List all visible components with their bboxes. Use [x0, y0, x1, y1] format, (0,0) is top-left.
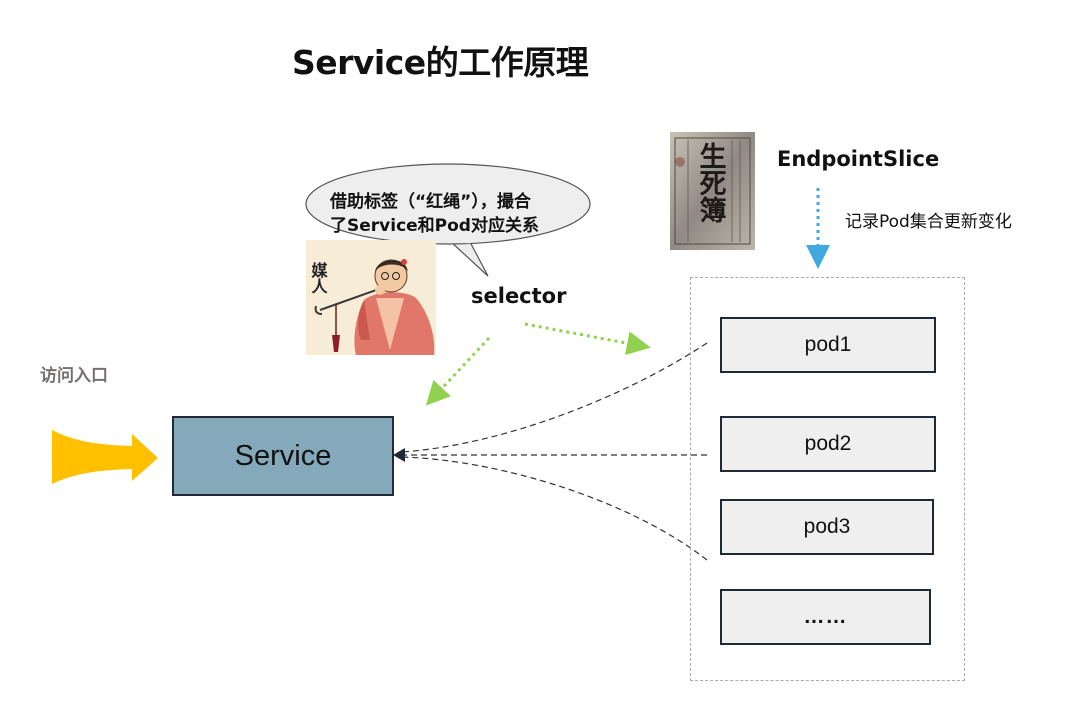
bubble-text: 借助标签（“红绳”），撮合 了Service和Pod对应关系	[330, 190, 590, 238]
pod-box-1[interactable]: pod1	[720, 317, 936, 373]
book-illustration: 生死簿	[670, 132, 755, 250]
pod-box-3[interactable]: pod3	[720, 499, 934, 555]
speech-bubble	[305, 163, 591, 277]
page-title: Service的工作原理	[292, 43, 589, 82]
endpointslice-description: 记录Pod集合更新变化	[845, 212, 1012, 232]
pod-box-2[interactable]: pod2	[720, 416, 936, 472]
bubble-line-2: 了Service和Pod对应关系	[330, 216, 539, 236]
service-arrowhead-icon	[393, 448, 405, 462]
selector-to-pods-arrow	[524, 322, 651, 356]
pod-label: pod1	[804, 333, 852, 356]
entry-arrow-icon	[52, 430, 158, 484]
selector-to-service-arrow	[425, 336, 491, 406]
endpointslice-label: EndpointSlice	[777, 147, 940, 171]
book-caption: 生死簿	[695, 142, 727, 223]
selector-label: selector	[471, 284, 567, 308]
pod-label: ……	[803, 605, 848, 628]
service-label: Service	[234, 439, 332, 472]
pod-group	[690, 277, 965, 681]
matchmaker-caption: 媒人	[309, 261, 328, 294]
pod-label: pod2	[804, 432, 852, 455]
pod-service-links	[401, 342, 708, 561]
service-box[interactable]: Service	[172, 416, 394, 496]
matchmaker-illustration: 媒人	[306, 240, 436, 355]
pod-label: pod3	[803, 515, 851, 538]
pod-box-more[interactable]: ……	[720, 589, 931, 645]
bubble-line-1: 借助标签（“红绳”），撮合	[330, 192, 531, 212]
entry-label: 访问入口	[40, 366, 108, 386]
